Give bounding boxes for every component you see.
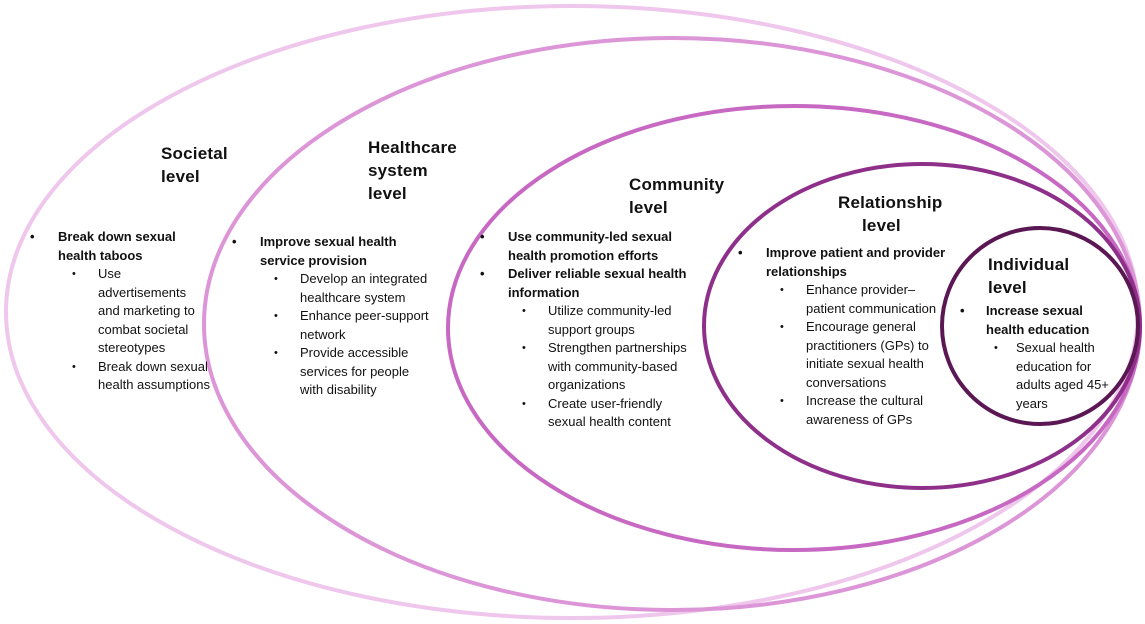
societal-level-title: Societal level (161, 144, 228, 186)
relationship-subpoint: Encourage general practitioners (GPs) to… (766, 318, 952, 392)
individual-point: Increase sexual health education Sexual … (960, 302, 1110, 413)
individual-level-title: Individual level (988, 255, 1070, 297)
healthcare-level-title: Healthcare system level (368, 138, 457, 203)
societal-point: Break down sexual health taboos Use adve… (30, 228, 210, 395)
community-point: Use community-led sexual health promotio… (480, 228, 694, 265)
healthcare-subpoint: Provide accessible services for people w… (260, 344, 430, 400)
societal-subpoint: Break down sexual health assumptions (58, 358, 210, 395)
community-level-title: Community level (629, 175, 725, 217)
relationship-subpoint: Increase the cultural awareness of GPs (766, 392, 952, 429)
community-subpoint: Utilize community-led support groups (508, 302, 694, 339)
individual-subpoint: Sexual health education for adults aged … (986, 339, 1110, 413)
community-subpoint: Create user-friendly sexual health conte… (508, 395, 694, 432)
healthcare-level-points: Improve sexual health service provision … (232, 233, 430, 400)
societal-level-points: Break down sexual health taboos Use adve… (30, 228, 210, 395)
community-level-points: Use community-led sexual health promotio… (480, 228, 694, 432)
societal-subpoint: Use advertisements and marketing to comb… (58, 265, 210, 358)
relationship-level-points: Improve patient and provider relationshi… (738, 244, 952, 429)
healthcare-point: Improve sexual health service provision … (232, 233, 430, 400)
relationship-subpoint: Enhance provider–patient communication (766, 281, 952, 318)
community-point: Deliver reliable sexual health informati… (480, 265, 694, 432)
healthcare-subpoint: Develop an integrated healthcare system (260, 270, 430, 307)
relationship-point: Improve patient and provider relationshi… (738, 244, 952, 429)
community-subpoint: Strengthen partnerships with community-b… (508, 339, 694, 395)
healthcare-subpoint: Enhance peer-support network (260, 307, 430, 344)
individual-level-points: Increase sexual health education Sexual … (960, 302, 1110, 413)
relationship-level-title: Relationship level (838, 193, 943, 235)
